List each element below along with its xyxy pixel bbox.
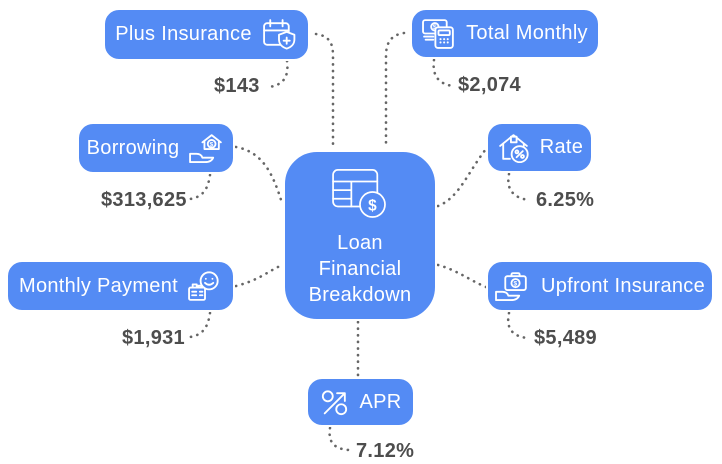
center-title-line: Breakdown bbox=[308, 283, 412, 306]
node-upfront-insurance[interactable]: $ Upfront Insurance bbox=[486, 260, 714, 312]
hand-briefcase-dollar-icon: $ bbox=[495, 270, 532, 303]
node-loan-financial-breakdown[interactable]: $ Loan Financial Breakdown bbox=[283, 150, 437, 321]
node-total-monthly[interactable]: $ Total Monthly bbox=[410, 8, 600, 59]
node-label: Borrowing bbox=[86, 136, 180, 159]
connector-total-monthly-value bbox=[432, 58, 455, 88]
node-plus-insurance[interactable]: Plus Insurance bbox=[103, 8, 310, 61]
value-borrowing: $313,625 bbox=[101, 189, 187, 211]
connector-plus-insurance-center bbox=[314, 32, 335, 150]
value-rate: 6.25% bbox=[536, 189, 595, 211]
connector-upfront-insurance-center bbox=[436, 263, 488, 289]
connector-total-monthly-center bbox=[384, 31, 406, 150]
connector-rate-center bbox=[436, 147, 488, 208]
node-monthly-payment[interactable]: Monthly Payment bbox=[6, 260, 235, 312]
connector-borrowing-center bbox=[234, 145, 284, 205]
center-title: Loan Financial Breakdown bbox=[309, 230, 412, 308]
node-label: Total Monthly bbox=[466, 22, 588, 44]
percent-arrow-icon bbox=[319, 387, 350, 418]
connector-plus-insurance-value bbox=[267, 59, 289, 89]
center-title-line: Loan bbox=[337, 231, 383, 254]
center-title-line: Financial bbox=[318, 257, 402, 280]
house-percent-icon bbox=[496, 132, 531, 163]
person-money-icon bbox=[187, 270, 222, 303]
cash-calculator-icon: $ bbox=[422, 17, 457, 50]
svg-text:$: $ bbox=[433, 24, 437, 31]
value-apr: 7.12% bbox=[356, 440, 415, 462]
hand-house-dollar-icon: $ bbox=[188, 132, 225, 165]
node-label: Upfront Insurance bbox=[540, 274, 706, 297]
node-borrowing[interactable]: Borrowing $ bbox=[77, 122, 235, 174]
node-rate[interactable]: Rate bbox=[486, 122, 593, 173]
value-monthly-payment: $1,931 bbox=[122, 327, 185, 349]
connector-rate-value bbox=[507, 172, 531, 202]
table-dollar-icon: $ bbox=[331, 168, 389, 218]
connector-borrowing-value bbox=[188, 173, 212, 201]
value-upfront-insurance: $5,489 bbox=[534, 327, 597, 349]
value-plus-insurance: $143 bbox=[214, 75, 260, 97]
value-total-monthly: $2,074 bbox=[458, 74, 521, 96]
node-label: APR bbox=[359, 390, 402, 413]
connector-monthly-payment-value bbox=[188, 311, 212, 339]
node-label: Plus Insurance bbox=[115, 23, 252, 45]
calendar-shield-plus-icon bbox=[261, 18, 298, 51]
connector-apr-value bbox=[328, 426, 351, 452]
svg-text:$: $ bbox=[210, 141, 214, 148]
svg-text:$: $ bbox=[513, 280, 517, 287]
svg-text:$: $ bbox=[368, 197, 377, 214]
connector-monthly-payment-center bbox=[234, 263, 284, 288]
node-label: Rate bbox=[539, 136, 584, 158]
node-label: Monthly Payment bbox=[18, 274, 178, 297]
connector-upfront-insurance-value bbox=[506, 311, 529, 340]
node-apr[interactable]: APR bbox=[306, 377, 415, 427]
